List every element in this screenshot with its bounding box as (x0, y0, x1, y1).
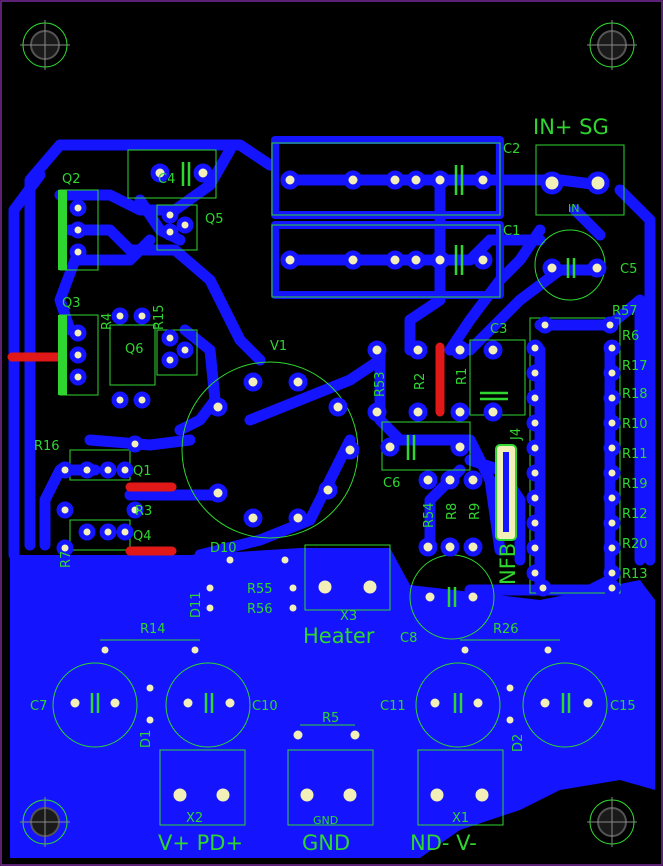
label-r1: R1 (455, 368, 470, 385)
transistor-tabs (58, 190, 67, 395)
label-r56: R56 (247, 602, 273, 617)
label-r53: R53 (373, 371, 388, 397)
label-c1: C1 (503, 224, 520, 239)
component-labels: V1 C2 C1 C4 C3 C5 C6 C7 C8 C10 C11 C15 Q… (30, 142, 648, 827)
label-r3: R3 (135, 504, 152, 519)
label-r7: R7 (59, 551, 74, 568)
connector-nd-v: ND- V- (410, 831, 477, 855)
connector-in-sg: IN+ SG (533, 115, 609, 139)
label-gnd-small: GND (313, 814, 338, 827)
connector-v-pd: V+ PD+ (158, 831, 243, 855)
label-c3: C3 (490, 322, 507, 337)
label-d1: D1 (139, 730, 154, 748)
label-r55: R55 (247, 582, 273, 597)
label-r8: R8 (445, 503, 460, 520)
connector-labels: IN+ SG Heater NFB V+ PD+ GND ND- V- (158, 115, 609, 855)
nfb-jumper (495, 444, 517, 541)
label-c8: C8 (400, 631, 417, 646)
connector-nfb: NFB (496, 543, 520, 585)
label-c5: C5 (620, 262, 637, 277)
label-q2: Q2 (62, 172, 81, 187)
label-q4: Q4 (133, 529, 152, 544)
label-r18: R18 (622, 387, 648, 402)
capacitor-symbols (90, 162, 576, 713)
label-r10: R10 (622, 417, 648, 432)
label-c6: C6 (383, 476, 400, 491)
label-in: IN (568, 202, 579, 215)
label-r20: R20 (622, 537, 648, 552)
jumpers (7, 342, 445, 556)
label-q3: Q3 (62, 296, 81, 311)
label-d2: D2 (511, 734, 526, 752)
label-v1: V1 (270, 339, 287, 354)
label-c15: C15 (610, 699, 636, 714)
label-j4: J4 (509, 428, 524, 441)
label-q6: Q6 (125, 342, 144, 357)
label-c10: C10 (252, 699, 278, 714)
label-r4: R4 (100, 313, 115, 330)
label-c7: C7 (30, 699, 47, 714)
label-r12: R12 (622, 507, 648, 522)
label-r2: R2 (413, 373, 428, 390)
label-c4: C4 (158, 172, 175, 187)
label-r26: R26 (493, 622, 519, 637)
label-c2: C2 (503, 142, 520, 157)
label-q1: Q1 (133, 464, 152, 479)
label-r6: R6 (622, 329, 639, 344)
label-r16: R16 (34, 439, 60, 454)
label-d11: D11 (189, 591, 204, 618)
label-r11: R11 (622, 447, 648, 462)
connector-heater: Heater (303, 624, 375, 648)
mounting-holes (20, 20, 637, 847)
label-r13: R13 (622, 567, 648, 582)
label-x2: X2 (186, 811, 203, 826)
label-d10: D10 (210, 541, 237, 556)
label-r5: R5 (322, 711, 339, 726)
label-r9: R9 (468, 503, 483, 520)
pads (56, 163, 621, 807)
label-r19: R19 (622, 477, 648, 492)
label-r54: R54 (422, 502, 437, 528)
label-r17: R17 (622, 359, 648, 374)
label-x1: X1 (452, 811, 469, 826)
label-r15: R15 (152, 304, 167, 330)
label-q5: Q5 (205, 212, 224, 227)
label-c11: C11 (380, 699, 406, 714)
label-r57: R57 (612, 304, 638, 319)
connector-gnd: GND (302, 831, 350, 855)
label-x3: X3 (340, 609, 357, 624)
ground-pour (10, 548, 655, 858)
label-r14: R14 (140, 622, 166, 637)
